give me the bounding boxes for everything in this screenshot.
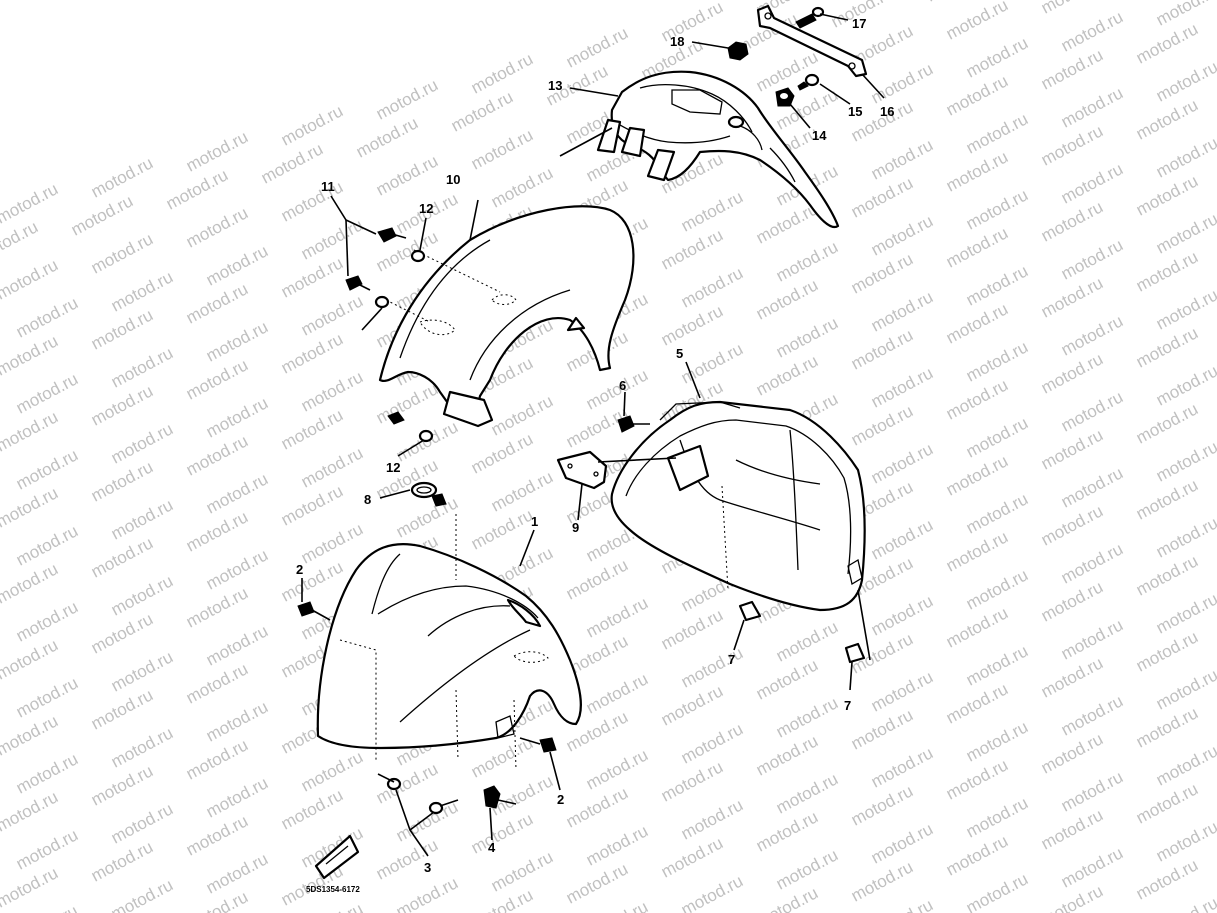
callout-13: 13: [548, 78, 562, 93]
part-5-inner-fender: [610, 400, 866, 612]
part-2-screws: [297, 601, 557, 753]
figure-code: 5DS1354-6172: [306, 885, 360, 894]
callout-17: 17: [852, 16, 866, 31]
callout-labels: 11 12 10 12 8 1 2 2 3 4 5 6 7 7 9 13 14 …: [296, 16, 894, 894]
callout-2-left: 2: [296, 562, 303, 577]
callout-5: 5: [676, 346, 683, 361]
part-10-rear-fender: [378, 199, 635, 428]
callout-15: 15: [848, 104, 862, 119]
callout-3: 3: [424, 860, 431, 875]
callout-9: 9: [572, 520, 579, 535]
part-18-nut: [727, 41, 749, 61]
callout-2-right: 2: [557, 792, 564, 807]
part-13-rear-cover: [559, 70, 840, 229]
callout-10: 10: [446, 172, 460, 187]
part-16-bracket: [756, 4, 868, 78]
leader-lines: [301, 13, 885, 857]
callout-12-upper: 12: [419, 201, 433, 216]
callout-14: 14: [812, 128, 827, 143]
callout-8: 8: [364, 492, 371, 507]
part-7-clips: [738, 589, 871, 664]
part-11-bolts: [345, 227, 407, 291]
part-17-bolt: [795, 6, 825, 29]
callout-6: 6: [619, 378, 626, 393]
part-8-clamp: [410, 481, 447, 507]
callout-11: 11: [321, 179, 335, 194]
part-4-bolt: [483, 785, 517, 809]
callout-12-lower: 12: [386, 460, 400, 475]
part-3-grommets: [377, 773, 459, 815]
callout-7-left: 7: [728, 652, 735, 667]
part-1-front-fender: [316, 514, 582, 771]
callout-18: 18: [670, 34, 684, 49]
callout-16: 16: [880, 104, 894, 119]
part-15-screw: [797, 73, 820, 91]
front-direction-icon: [314, 834, 360, 880]
callout-1: 1: [531, 514, 538, 529]
part-14-grommet: [775, 87, 795, 107]
callout-7-right: 7: [844, 698, 851, 713]
part-6-screw: [617, 415, 650, 433]
callout-4: 4: [488, 840, 496, 855]
part-12-collars: [374, 249, 434, 443]
part-9-plate: [556, 450, 677, 490]
